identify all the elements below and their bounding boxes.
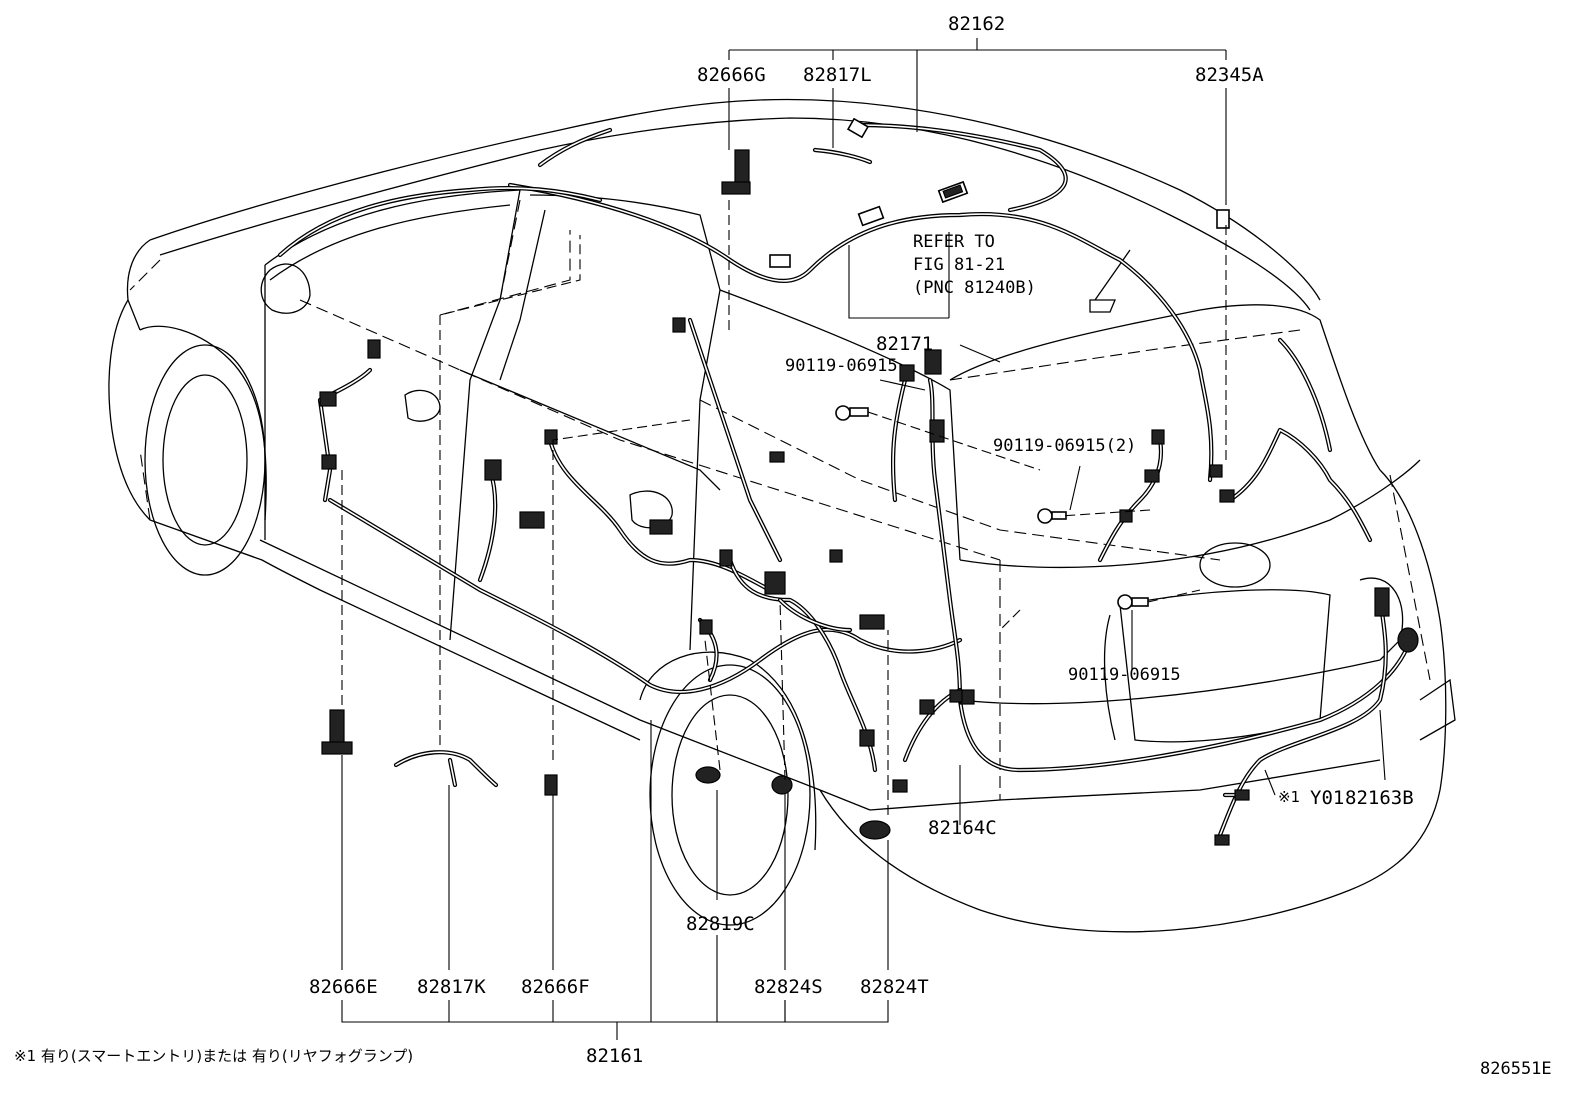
label-82164C: 82164C — [928, 817, 997, 839]
vehicle-body — [108, 98, 1456, 933]
figure-code: 826551E — [1480, 1059, 1552, 1079]
label-82824S: 82824S — [754, 976, 823, 998]
label-82345A: 82345A — [1195, 64, 1264, 86]
exploded-parts — [321, 147, 891, 840]
label-82162: 82162 — [948, 13, 1005, 35]
label-82161: 82161 — [586, 1045, 643, 1067]
part-labels: 82162 82666G 82817L 82345A REFER TO FIG … — [14, 13, 1552, 1079]
roof-harness-82162 — [277, 117, 1230, 483]
refer-to-line2: FIG 81-21 — [913, 255, 1005, 275]
label-82171: 82171 — [876, 333, 933, 355]
refer-to-line1: REFER TO — [913, 232, 995, 252]
label-82666G: 82666G — [697, 64, 766, 86]
label-82824T: 82824T — [860, 976, 929, 998]
label-bolt-3: 90119-06915 — [1068, 665, 1181, 685]
label-82817L: 82817L — [803, 64, 872, 86]
label-bolt-1: 90119-06915 — [785, 356, 898, 376]
label-82163B: 82163B — [1345, 787, 1414, 809]
label-bolt-2: 90119-06915(2) — [993, 436, 1136, 456]
label-82666E: 82666E — [309, 976, 378, 998]
leader-lines — [341, 38, 1386, 1040]
rear-harness — [890, 337, 1419, 846]
label-note-mark: ※1 — [1278, 788, 1300, 806]
label-82666F: 82666F — [521, 976, 590, 998]
label-82817K: 82817K — [417, 976, 486, 998]
footnote: ※1 有り(スマートエントリ)または 有り(リヤフォグランプ) — [14, 1047, 413, 1065]
label-Y01: Y01 — [1310, 787, 1344, 809]
label-82819C: 82819C — [686, 913, 755, 935]
floor-harness-82161 — [317, 317, 963, 795]
refer-to-line3: (PNC 81240B) — [913, 278, 1036, 298]
